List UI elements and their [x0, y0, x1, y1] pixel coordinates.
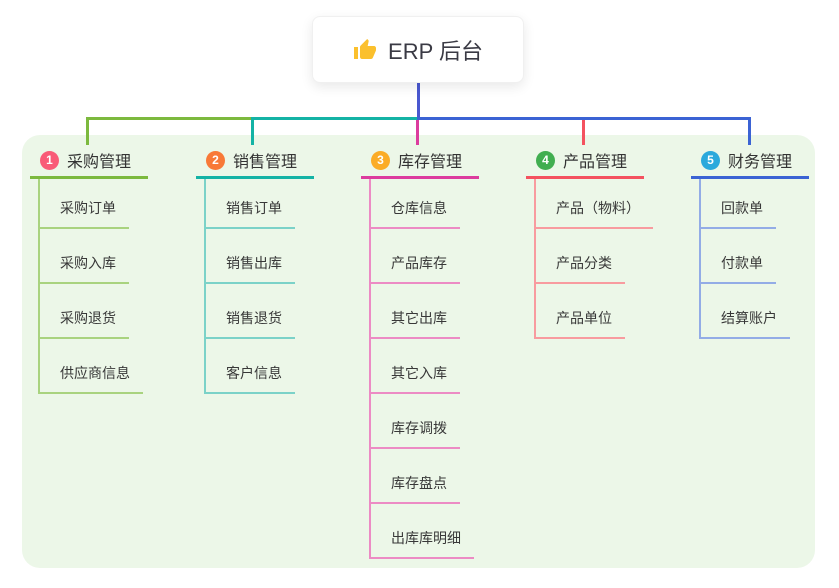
- root-node[interactable]: ERP 后台: [312, 16, 524, 83]
- mindmap-node[interactable]: 付款单: [701, 229, 809, 284]
- mindmap-node[interactable]: 客户信息: [206, 339, 314, 394]
- connector-leg-product: [582, 120, 585, 145]
- branch-product: 4 产品管理 产品（物料） 产品分类 产品单位: [526, 148, 653, 339]
- mindmap-node[interactable]: 回款单: [701, 179, 809, 229]
- mindmap-node[interactable]: 其它入库: [371, 339, 479, 394]
- root-node-label: ERP 后台: [388, 38, 483, 64]
- branch-badge: 4: [536, 150, 555, 170]
- branch-sales: 2 销售管理 销售订单 销售出库 销售退货 客户信息: [196, 148, 314, 394]
- branch-finance: 5 财务管理 回款单 付款单 结算账户: [691, 148, 809, 339]
- mindmap-canvas: [22, 135, 815, 568]
- branch-badge: 5: [701, 150, 720, 170]
- branch-label: 采购管理: [67, 154, 132, 171]
- mindmap-node[interactable]: 供应商信息: [40, 339, 148, 394]
- mindmap-node[interactable]: 销售订单: [206, 179, 314, 229]
- branch-badge: 3: [371, 150, 390, 170]
- connector-leg-finance: [748, 117, 751, 145]
- branch-badge: 2: [206, 150, 225, 170]
- mindmap-node[interactable]: 仓库信息: [371, 179, 479, 229]
- mindmap-node[interactable]: 产品（物料）: [536, 179, 653, 229]
- mindmap-node[interactable]: 采购退货: [40, 284, 148, 339]
- connector-bus-sales: [252, 117, 417, 120]
- branch-node-product[interactable]: 4 产品管理: [526, 148, 644, 179]
- branch-badge: 1: [40, 150, 59, 170]
- connector-leg-inventory: [416, 120, 419, 145]
- thumbs-up-icon: [354, 38, 377, 59]
- branch-items: 回款单 付款单 结算账户: [699, 179, 809, 339]
- connector-root-vertical: [417, 83, 420, 120]
- mindmap-node[interactable]: 库存调拨: [371, 394, 479, 449]
- mindmap-node[interactable]: 采购订单: [40, 179, 148, 229]
- branch-items: 采购订单 采购入库 采购退货 供应商信息: [38, 179, 148, 394]
- branch-label: 财务管理: [728, 154, 793, 171]
- branch-node-sales[interactable]: 2 销售管理: [196, 148, 314, 179]
- mindmap-node[interactable]: 其它出库: [371, 284, 479, 339]
- branch-items: 销售订单 销售出库 销售退货 客户信息: [204, 179, 314, 394]
- connector-leg-purchase: [86, 117, 89, 145]
- mindmap-node[interactable]: 产品分类: [536, 229, 653, 284]
- branch-label: 销售管理: [233, 154, 298, 171]
- branch-node-inventory[interactable]: 3 库存管理: [361, 148, 479, 179]
- mindmap-node[interactable]: 产品库存: [371, 229, 479, 284]
- mindmap-node[interactable]: 产品单位: [536, 284, 653, 339]
- branch-items: 产品（物料） 产品分类 产品单位: [534, 179, 653, 339]
- connector-bus-purchase: [86, 117, 252, 120]
- branch-node-finance[interactable]: 5 财务管理: [691, 148, 809, 179]
- branch-label: 产品管理: [563, 154, 628, 171]
- connector-leg-sales: [251, 117, 254, 145]
- branch-inventory: 3 库存管理 仓库信息 产品库存 其它出库 其它入库 库存调拨 库存盘点 出库库…: [361, 148, 479, 559]
- branch-purchase: 1 采购管理 采购订单 采购入库 采购退货 供应商信息: [30, 148, 148, 394]
- branch-node-purchase[interactable]: 1 采购管理: [30, 148, 148, 179]
- mindmap-node[interactable]: 销售出库: [206, 229, 314, 284]
- mindmap-node[interactable]: 销售退货: [206, 284, 314, 339]
- branch-label: 库存管理: [398, 154, 463, 171]
- mindmap-node[interactable]: 库存盘点: [371, 449, 479, 504]
- mindmap-node[interactable]: 采购入库: [40, 229, 148, 284]
- branch-items: 仓库信息 产品库存 其它出库 其它入库 库存调拨 库存盘点 出库库明细: [369, 179, 479, 559]
- mindmap-node[interactable]: 出库库明细: [371, 504, 479, 559]
- mindmap-node[interactable]: 结算账户: [701, 284, 809, 339]
- connector-bus-finance: [417, 117, 751, 120]
